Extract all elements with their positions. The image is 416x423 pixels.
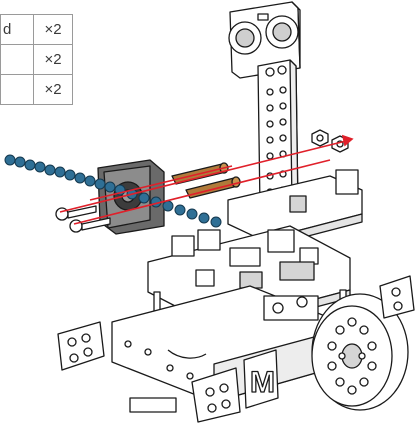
rear-bracket (129, 367, 241, 423)
drive-wheel (311, 293, 409, 411)
parts-row: ×2 (0, 44, 73, 75)
ultrasonic-sensor (228, 1, 301, 79)
parts-list-table: d ×2 ×2 ×2 (0, 14, 73, 105)
part-quantity: ×2 (33, 74, 73, 105)
part-name: d (0, 14, 34, 45)
brass-standoffs (171, 162, 241, 199)
screws (55, 205, 111, 233)
parts-row: ×2 (0, 74, 73, 105)
logo-plate: M (243, 349, 279, 409)
part-quantity: ×2 (33, 44, 73, 75)
front-caster-bracket (57, 321, 105, 371)
motor-bracket (379, 275, 415, 319)
robot-logo-letter: M (250, 366, 275, 399)
assembly-guide-lines (59, 134, 354, 225)
